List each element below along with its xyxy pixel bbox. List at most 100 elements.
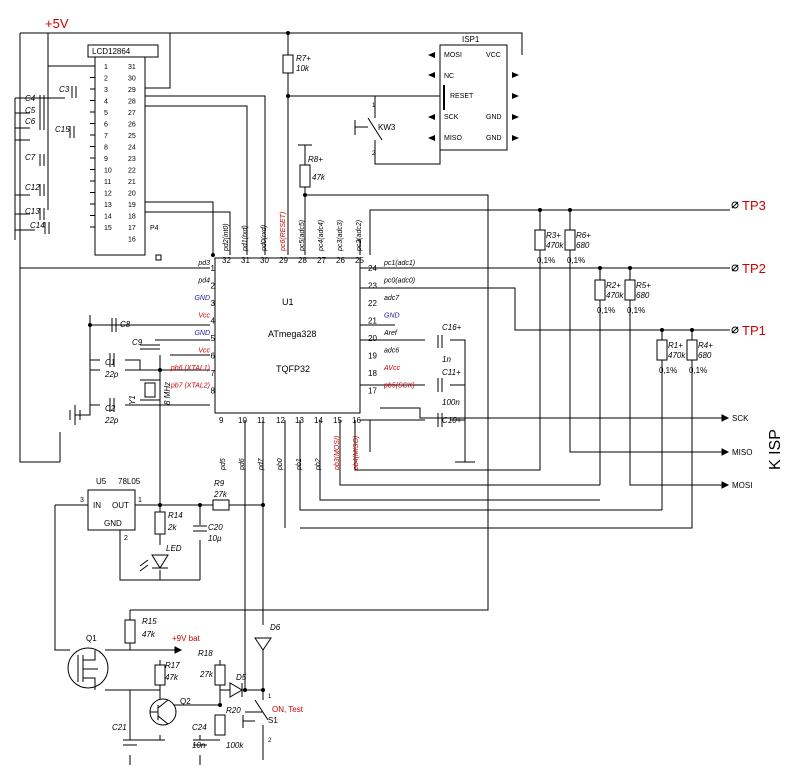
cap-c21: C21: [112, 723, 137, 746]
resistor-r14: R14 2k: [154, 511, 183, 535]
r4-ref: R4+: [698, 341, 713, 350]
u5-pin-in: 3: [80, 497, 84, 504]
lcd-pin-number: 21: [128, 179, 136, 186]
s1-ref: S1: [268, 716, 278, 725]
u5-in: IN: [93, 501, 101, 510]
lcd-pin-number: 1: [104, 64, 108, 71]
c11-ref: C11+: [442, 368, 461, 377]
u5-part: 78L05: [118, 477, 141, 486]
cap-c16: C16+ 1n: [437, 323, 462, 364]
lcd-cap-label: C13: [25, 207, 40, 216]
r2-value: 470k: [606, 291, 624, 300]
mcu-pin-number: 18: [368, 369, 377, 378]
c20-ref: C20: [208, 523, 223, 532]
c2-ref: C2: [105, 404, 116, 413]
mcu-pin-number: 7: [211, 369, 216, 378]
isp-pin-vcc: VCC: [486, 52, 501, 59]
led: LED: [139, 544, 182, 572]
lcd-cap-label: C15: [55, 125, 70, 134]
r7-value: 10k: [296, 64, 310, 73]
c1-ref: C1: [105, 358, 115, 367]
cap-c10: C10+: [437, 413, 462, 427]
lcd-pin-number: 6: [104, 122, 108, 129]
lcd-pin-number: 2: [104, 76, 108, 83]
mcu-pin-label: pb6 (XTAL1): [170, 365, 210, 372]
lcd-pin-number: 4: [104, 99, 108, 106]
kw3-ref: KW3: [378, 123, 396, 132]
signal-miso: MISO: [732, 448, 752, 457]
mcu-package: TQFP32: [276, 364, 310, 374]
mcu-pin-label: pb0: [277, 458, 284, 471]
lcd-pin-number: 5: [104, 110, 108, 117]
lcd-cap-label: C6: [25, 117, 36, 126]
mcu-pin-label: pb1: [296, 458, 303, 471]
c11-value: 100n: [442, 398, 460, 407]
u5-out: OUT: [112, 501, 129, 510]
mcu-pin-label: pd6: [239, 458, 246, 471]
r15-ref: R15: [142, 617, 157, 626]
s1-label: ON, Test: [272, 705, 304, 714]
r17-ref: R17: [165, 661, 180, 670]
mcu-pin-label: pb2: [315, 458, 322, 471]
mcu-pin-label: pc2(adc2): [356, 220, 363, 252]
r3-value: 470k: [546, 241, 564, 250]
r3-tolerance: 0,1%: [537, 256, 555, 265]
mcu-pin-number: 32: [222, 256, 231, 265]
mcu-pin-label: adc7: [384, 295, 400, 302]
mcu-pin-label: pc1(adc1): [383, 260, 415, 267]
cap-c1: C1 22p: [104, 353, 119, 379]
r17-value: 47k: [165, 673, 179, 682]
y1-value: 8 MHz: [163, 382, 172, 405]
mcu-pin-label: Aref: [383, 330, 398, 337]
lcd-cap-label: C12: [25, 183, 40, 192]
resistor-r7: R7+ 10k: [282, 54, 311, 74]
kw3-pin1: 1: [372, 103, 376, 109]
r9-ref: R9: [214, 479, 225, 488]
lcd-pin-number: 3: [104, 87, 108, 94]
mcu-pin-number: 6: [211, 352, 216, 361]
mcu-pin-label: pc0(adc0): [383, 278, 415, 285]
resistor-r3: [534, 229, 546, 251]
r6-tolerance: 0,1%: [567, 256, 585, 265]
c21-ref: C21: [112, 723, 127, 732]
lcd-pin-number: 13: [104, 202, 112, 209]
test-point-label: TP2: [742, 261, 766, 276]
button-kw3: KW3 1 2: [354, 103, 396, 157]
c24-ref: C24: [192, 723, 207, 732]
mcu-pin-number: 28: [298, 256, 307, 265]
resistor-r20: R20 100k: [214, 706, 244, 750]
mosfet-q1: Q1: [67, 634, 109, 690]
c2-value: 22p: [104, 416, 119, 425]
led-ref: LED: [166, 544, 182, 553]
lcd-pin-number: 12: [104, 191, 112, 198]
r20-value: 100k: [226, 741, 244, 750]
mcu-pin-number: 14: [314, 416, 323, 425]
mcu-pin-number: 11: [257, 416, 266, 425]
mcu-pin-label: Vcc: [198, 313, 210, 320]
r1-value: 470k: [668, 351, 686, 360]
resistor-r5: [624, 279, 636, 301]
mcu-pin-label: pd3: [197, 260, 210, 267]
lcd-pin-number: 24: [128, 145, 136, 152]
lcd-cap-label: C5: [25, 106, 36, 115]
lcd-pin-number: 16: [128, 237, 136, 244]
lcd-cap-label: C3: [59, 85, 70, 94]
mcu-pin-number: 8: [211, 387, 216, 396]
r4-value: 680: [698, 351, 712, 360]
cap-c8: C8: [111, 318, 131, 332]
test-point-dividers: R3+470k0,1%R6+6800,1%R2+470k0,1%R5+6800,…: [534, 229, 713, 375]
mcu-pin-label: pb4(MISO): [353, 436, 360, 471]
mcu-pin-number: 22: [368, 299, 377, 308]
lcd-pin-number: 7: [104, 133, 108, 140]
mcu-pin-number: 23: [368, 282, 377, 291]
c10-ref: C10+: [442, 416, 462, 425]
lcd-cap-label: C7: [25, 153, 36, 162]
mcu-pin-number: 19: [368, 352, 377, 361]
lcd-pin-number: 17: [128, 225, 136, 232]
isp-pin-miso: MISO: [444, 135, 462, 142]
c24-value: 10n: [192, 741, 206, 750]
mcu-part: ATmega328: [268, 329, 316, 339]
vcc-label: +5V: [45, 16, 69, 31]
